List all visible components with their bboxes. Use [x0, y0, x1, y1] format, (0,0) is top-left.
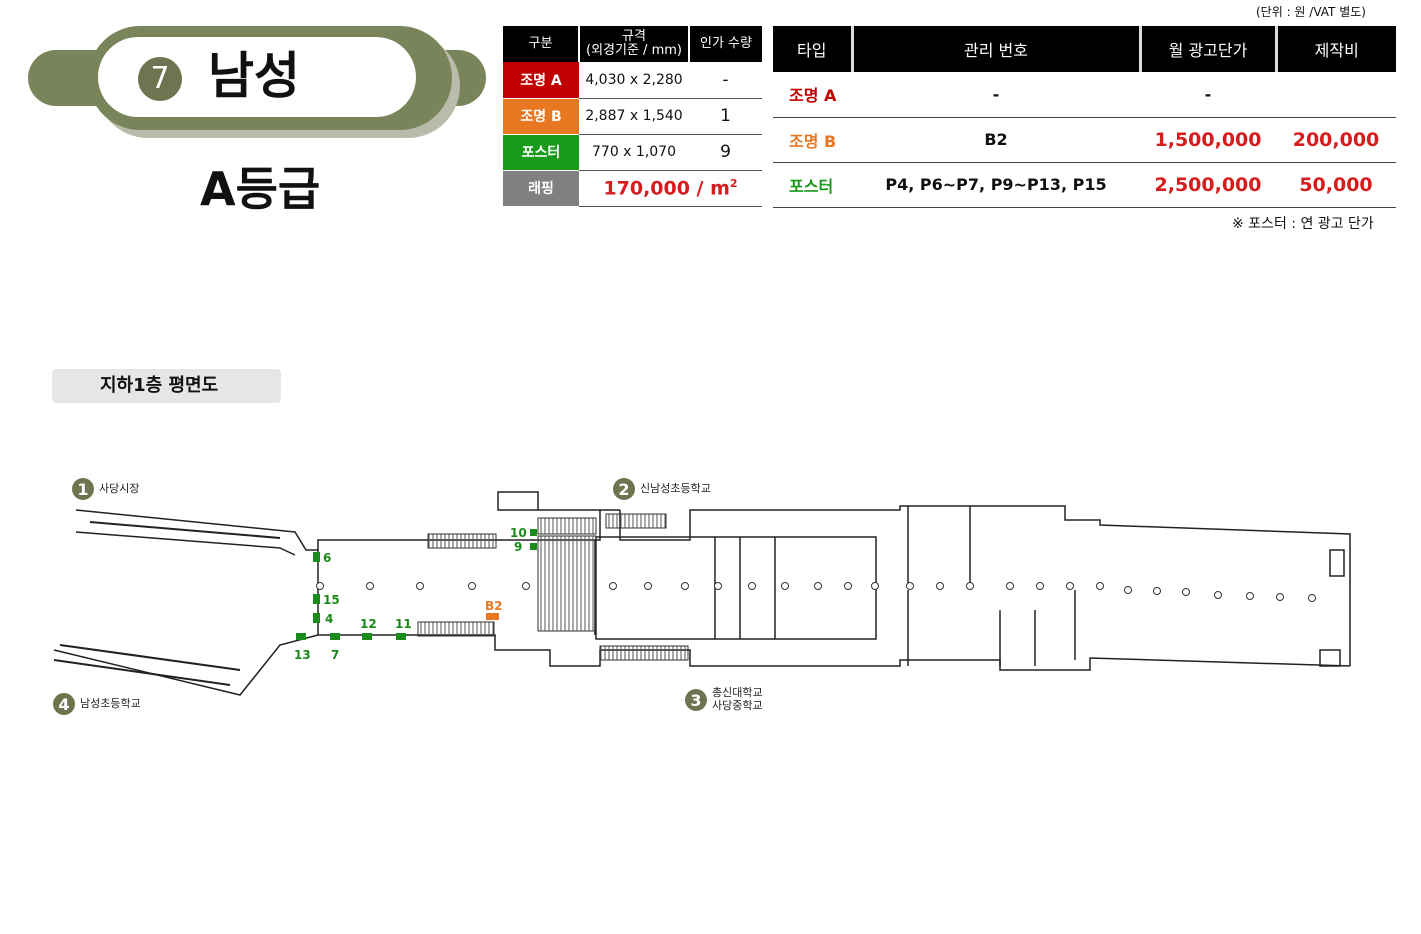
floor-plan: 1 사당시장 2 신남성초등학교 3 총신대학교 사당중학교 4 남성초등학교 … [53, 478, 1351, 715]
plan-stairs [417, 513, 689, 661]
price-ids: P4, P6~P7, P9~P13, P15 [852, 162, 1140, 208]
spec-row: 조명 B 2,887 x 1,540 1 [503, 98, 762, 135]
exit-1-circle [72, 478, 94, 500]
station-grade: A등급 [200, 162, 321, 216]
footnote: ※ 포스터 : 연 광고 단가 [1232, 216, 1374, 232]
price-header-type: 타입 [773, 26, 852, 72]
poster-label: 13 [294, 648, 311, 662]
spec-row-wrap: 래핑 170,000 / m2 [503, 170, 762, 207]
spec-label: 조명 A [503, 62, 579, 99]
price-ids: B2 [852, 117, 1140, 163]
poster-label: 15 [323, 593, 340, 607]
spec-size: 2,887 x 1,540 [579, 98, 689, 135]
poster-label: 10 [510, 526, 527, 540]
exit-2-circle [613, 478, 635, 500]
exit-2-name: 신남성초등학교 [640, 482, 711, 495]
price-type: 포스터 [773, 162, 852, 208]
exit-3-name-2: 사당중학교 [712, 699, 763, 712]
spec-header-category: 구분 [503, 26, 579, 62]
wrap-price-value: 170,000 / m [603, 177, 730, 200]
spec-label: 조명 B [503, 98, 579, 135]
unit-note: (단위 : 원 /VAT 별도) [1256, 5, 1366, 19]
price-row: 포스터 P4, P6~P7, P9~P13, P15 2,500,000 50,… [773, 162, 1396, 208]
exit-3-name: 총신대학교 [712, 686, 763, 699]
wrap-label: 래핑 [503, 170, 579, 207]
spec-row: 조명 A 4,030 x 2,280 - [503, 62, 762, 99]
poster-label: 6 [323, 551, 331, 565]
price-type: 조명 B [773, 117, 852, 163]
price-row: 조명 A - - [773, 72, 1396, 118]
poster-label: 9 [514, 540, 522, 554]
spec-size: 4,030 x 2,280 [579, 62, 689, 99]
price-row: 조명 B B2 1,500,000 200,000 [773, 117, 1396, 163]
exit-3-number: 3 [690, 691, 701, 710]
exit-1: 1 사당시장 [72, 478, 139, 500]
exit-1-number: 1 [77, 480, 88, 499]
poster-label: 11 [395, 617, 412, 631]
price-production: 200,000 [1276, 117, 1396, 163]
price-header-ids: 관리 번호 [850, 26, 1140, 72]
spec-header-size-sub: (외경기준 / mm) [586, 43, 682, 58]
wrap-price-sup: 2 [729, 176, 738, 190]
poster-label: 7 [331, 648, 339, 662]
light-b-label: B2 [485, 599, 503, 613]
poster-marker[interactable] [296, 633, 306, 640]
price-ids: - [852, 72, 1140, 118]
exit-4-number: 4 [58, 695, 69, 714]
exit-4-name: 남성초등학교 [80, 697, 141, 710]
price-type: 조명 A [773, 72, 852, 118]
price-monthly: 2,500,000 [1140, 162, 1276, 208]
poster-marker[interactable] [313, 594, 320, 604]
price-production: 50,000 [1276, 162, 1396, 208]
exit-2: 2 신남성초등학교 [613, 478, 711, 500]
spec-header-qty: 인가 수량 [688, 26, 762, 62]
poster-marker[interactable] [330, 633, 340, 640]
exit-3: 3 총신대학교 사당중학교 [685, 686, 763, 712]
poster-label: 12 [360, 617, 377, 631]
poster-marker[interactable] [396, 633, 406, 640]
exit-2-number: 2 [618, 480, 629, 499]
spec-header-size: 규격 (외경기준 / mm) [578, 26, 689, 62]
poster-label: 4 [325, 612, 333, 626]
spec-qty: - [689, 62, 762, 99]
exit-4: 4 남성초등학교 [53, 693, 141, 715]
exit-3-circle [685, 689, 707, 711]
spec-size: 770 x 1,070 [579, 134, 689, 171]
exit-1-name: 사당시장 [99, 482, 139, 495]
station-badge: 7 남성 [28, 26, 486, 138]
price-monthly: - [1140, 72, 1276, 118]
price-production [1276, 72, 1396, 118]
ad-markers: 6 15 4 12 11 13 7 10 9 B2 [294, 526, 537, 662]
spec-row: 포스터 770 x 1,070 9 [503, 134, 762, 171]
spec-header-size-title: 규격 [622, 29, 646, 44]
spec-qty: 1 [689, 98, 762, 135]
price-table: 타입 관리 번호 월 광고단가 제작비 조명 A - - 조명 B B2 1,5… [773, 26, 1396, 208]
poster-marker[interactable] [313, 613, 320, 623]
light-b-marker[interactable] [486, 613, 499, 620]
floor-label: 지하1층 평면도 [52, 369, 281, 403]
poster-marker[interactable] [362, 633, 372, 640]
poster-marker[interactable] [530, 529, 537, 536]
price-header-monthly: 월 광고단가 [1138, 26, 1276, 72]
exit-4-circle [53, 693, 75, 715]
wrap-price: 170,000 / m2 [579, 170, 762, 207]
spec-label: 포스터 [503, 134, 579, 171]
poster-marker[interactable] [530, 543, 537, 550]
price-header-production: 제작비 [1274, 26, 1396, 72]
plan-columns [316, 582, 1316, 602]
station-number: 7 [138, 57, 182, 101]
spec-qty: 9 [689, 134, 762, 171]
station-name: 남성 [208, 47, 300, 105]
poster-marker[interactable] [313, 552, 320, 562]
price-monthly: 1,500,000 [1140, 117, 1276, 163]
spec-table: 구분 규격 (외경기준 / mm) 인가 수량 조명 A 4,030 x 2,2… [503, 26, 762, 207]
